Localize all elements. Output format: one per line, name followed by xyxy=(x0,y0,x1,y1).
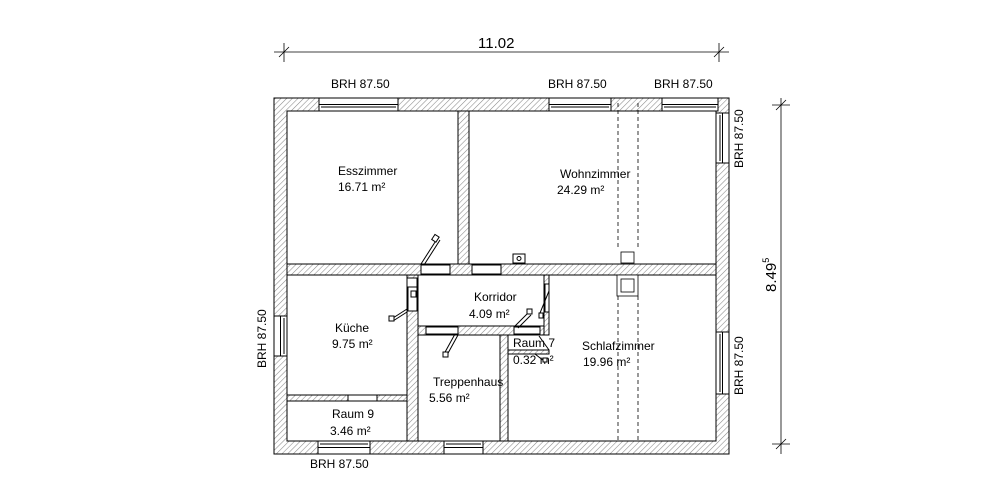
opening-esszimmer xyxy=(420,264,451,275)
dimension-width: 11.02 xyxy=(478,35,514,52)
room-area-wohnzimmer: 24.29 m² xyxy=(557,183,604,197)
door-schlafzimmer xyxy=(538,290,550,319)
window-schlafzimmer-right xyxy=(715,331,730,395)
window-labels: BRH 87.50 BRH 87.50 BRH 87.50 BRH 87.50 … xyxy=(255,77,746,471)
window-wohnzimmer-right xyxy=(715,112,730,164)
room-name-esszimmer: Esszimmer xyxy=(338,164,397,178)
wall-raum7-south xyxy=(507,349,550,355)
door-esszimmer xyxy=(420,233,441,266)
chimney-top xyxy=(620,251,635,264)
dashed-column xyxy=(616,103,639,441)
door-treppenhaus xyxy=(442,333,459,358)
room-area-kueche: 9.75 m² xyxy=(332,337,373,351)
dimension-lines xyxy=(274,43,790,454)
room-area-raum7: 0.32 m² xyxy=(513,353,554,367)
room-area-korridor: 4.09 m² xyxy=(469,307,510,321)
door-stair-small xyxy=(534,353,548,363)
wall-kueche-korridor xyxy=(406,274,419,442)
room-area-schlafzimmer: 19.96 m² xyxy=(583,355,630,369)
door-korridor-kueche xyxy=(388,308,408,322)
wall-treppenhaus-east xyxy=(499,334,509,442)
room-name-treppenhaus: Treppenhaus xyxy=(433,375,503,389)
walls xyxy=(273,97,730,455)
room-name-raum9: Raum 9 xyxy=(332,407,374,421)
window-label-esszimmer: BRH 87.50 xyxy=(331,77,390,91)
opening-raum7 xyxy=(513,326,541,335)
room-name-wohnzimmer: Wohnzimmer xyxy=(560,167,630,181)
opening-kueche-raum9 xyxy=(347,394,378,402)
window-treppenhaus-bottom xyxy=(443,440,484,455)
dimension-height: 8.495 xyxy=(761,258,780,292)
window-label-right-bottom: BRH 87.50 xyxy=(732,336,746,395)
window-label-bottom: BRH 87.50 xyxy=(310,457,369,471)
window-label-right-top: BRH 87.50 xyxy=(732,109,746,168)
door-raum7 xyxy=(514,308,533,329)
dimension-height-sup: 5 xyxy=(761,258,771,263)
room-area-esszimmer: 16.71 m² xyxy=(338,180,385,194)
room-area-treppenhaus: 5.56 m² xyxy=(429,391,470,405)
room-name-korridor: Korridor xyxy=(474,290,517,304)
marker-korridor xyxy=(410,290,417,298)
window-wohnzimmer-top-right xyxy=(661,97,719,112)
opening-treppenhaus xyxy=(425,326,459,335)
doors xyxy=(388,233,550,363)
window-raum9-bottom xyxy=(317,440,371,455)
wall-esszimmer-wohnzimmer xyxy=(457,110,470,265)
window-wohnzimmer-top xyxy=(548,97,612,112)
room-area-raum9: 3.46 m² xyxy=(330,424,371,438)
window-esszimmer-top xyxy=(318,97,399,112)
window-label-wohnzimmer-right: BRH 87.50 xyxy=(654,77,713,91)
dimension-height-main: 8.49 xyxy=(763,263,780,292)
window-label-wohnzimmer: BRH 87.50 xyxy=(548,77,607,91)
chimney-inner xyxy=(620,278,635,293)
marker-wohnzimmer-dot xyxy=(516,256,522,261)
marker-korridor-top xyxy=(406,277,418,288)
room-name-kueche: Küche xyxy=(335,321,369,335)
window-kueche-left xyxy=(273,315,288,357)
windows xyxy=(273,97,730,455)
window-label-left: BRH 87.50 xyxy=(255,309,269,368)
wall-kueche-raum9 xyxy=(286,394,408,402)
opening-schlafzimmer xyxy=(544,283,550,313)
opening-wohnzimmer xyxy=(471,264,502,275)
room-name-raum7: Raum 7 xyxy=(513,336,555,350)
door-raum7-inner xyxy=(538,335,550,351)
